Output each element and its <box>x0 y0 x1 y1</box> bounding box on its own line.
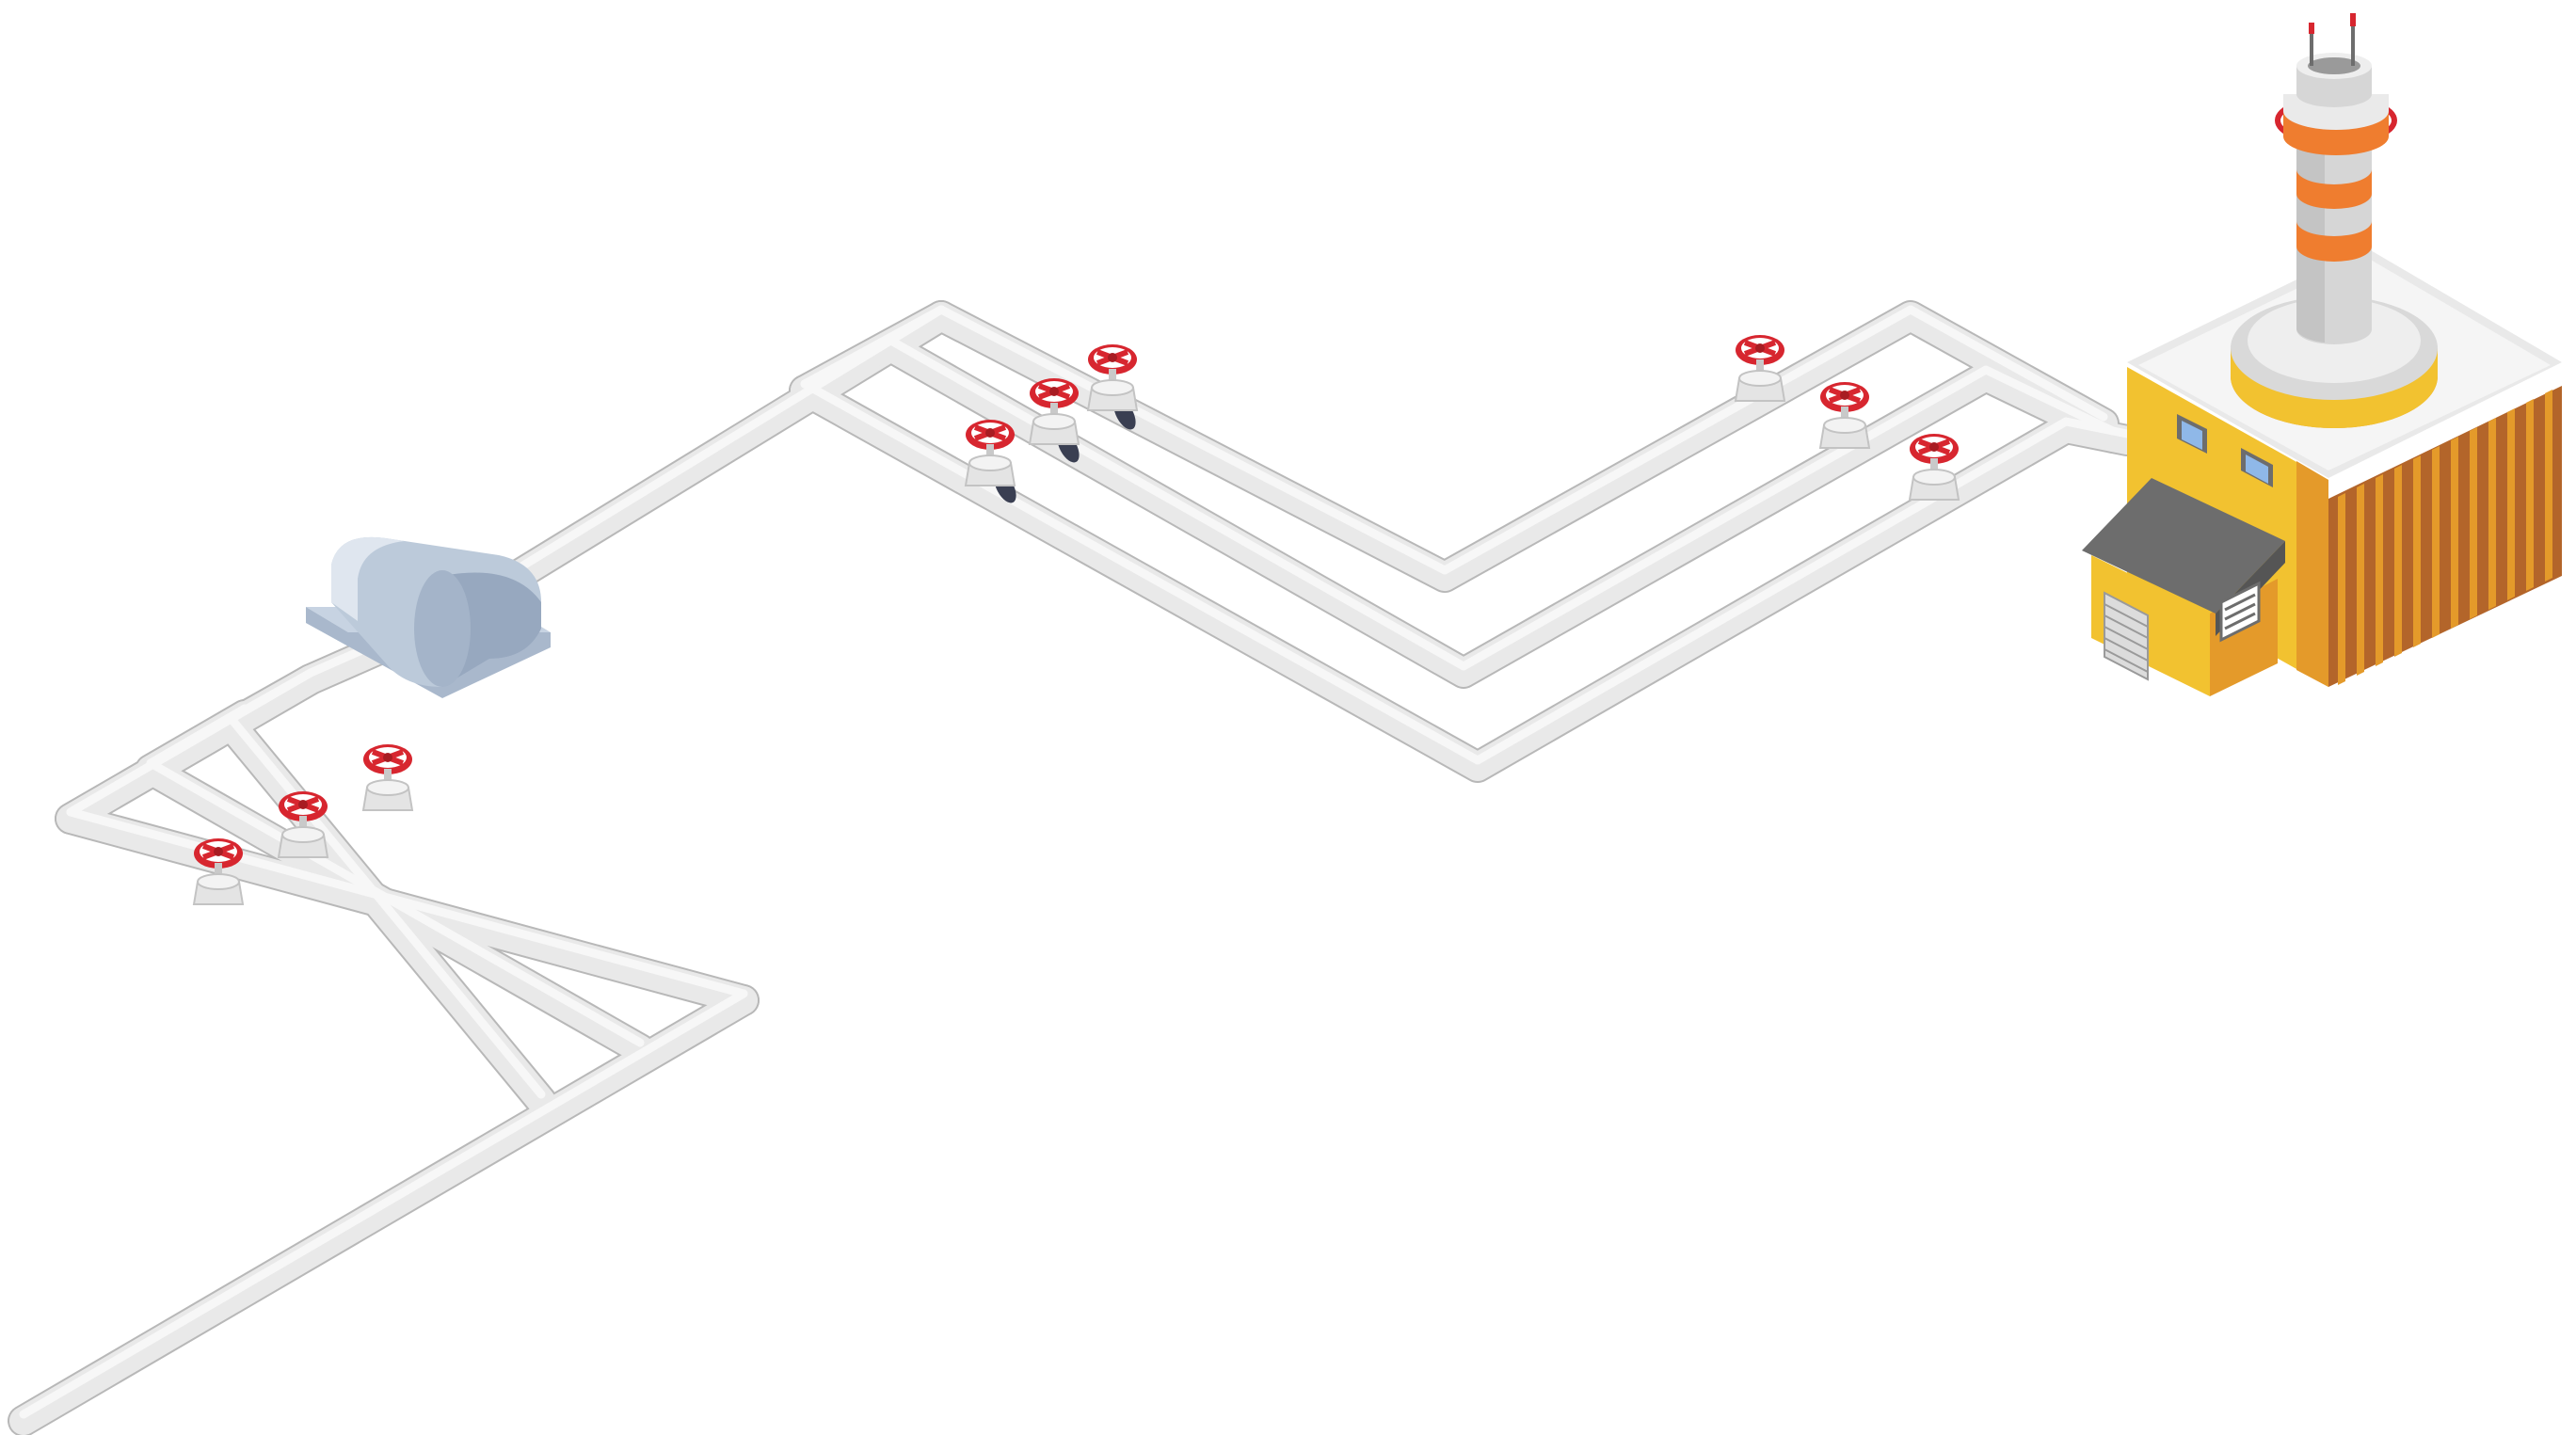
valve-icon[interactable] <box>363 744 412 810</box>
valve-icon[interactable] <box>1088 344 1137 410</box>
factory-stripe <box>2451 437 2458 629</box>
factory-icon <box>2082 247 2562 696</box>
factory-stripe <box>2488 418 2496 610</box>
pipe-highlight-8 <box>885 335 2118 671</box>
factory-stripe <box>2338 493 2345 685</box>
pipe-network <box>8 300 2143 1435</box>
pipe-7 <box>927 302 2118 591</box>
valve-icon[interactable] <box>1910 434 1959 500</box>
pipe-1 <box>9 986 758 1435</box>
factory-stripe <box>2413 455 2421 647</box>
factory-stripe <box>2357 484 2364 676</box>
factory-stripe <box>2545 390 2552 582</box>
factory-stripe <box>2394 465 2402 657</box>
factory-stripe <box>2432 446 2440 638</box>
factory-stripe <box>2470 427 2477 619</box>
valve-icon[interactable] <box>1030 378 1079 444</box>
valve-icon[interactable] <box>1820 382 1869 448</box>
factory-stripe <box>2526 399 2534 591</box>
pipe-highlight-6 <box>485 305 946 591</box>
pipe-8 <box>875 332 2127 687</box>
pipe-highlight-7 <box>936 305 2108 575</box>
valve-icon[interactable] <box>1736 335 1784 401</box>
pipe-highlight-9 <box>800 379 2132 765</box>
pipe-highlight-1 <box>19 989 748 1419</box>
factory-stripe <box>2376 474 2383 666</box>
pipe-9 <box>791 376 2141 781</box>
factory-stripe <box>2507 408 2515 600</box>
chimney-icon <box>2231 13 2438 428</box>
valve-icon[interactable] <box>966 420 1015 486</box>
pipe-highlight-10 <box>800 305 946 389</box>
storage-tank-icon <box>306 536 551 698</box>
